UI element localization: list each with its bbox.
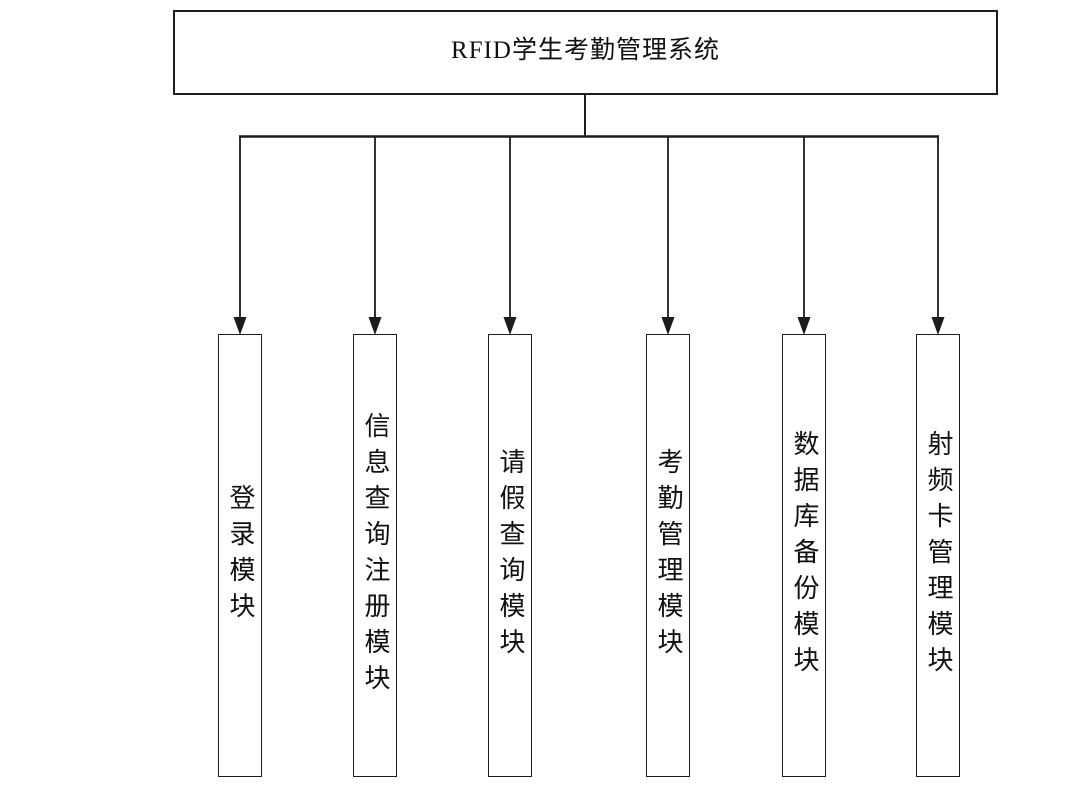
module-node-info-query-register: 信息查询注册模块 (353, 334, 397, 777)
connector-arrow-rfid-card-management (931, 135, 945, 335)
arrowhead-icon (661, 317, 675, 335)
module-node-database-backup: 数据库备份模块 (782, 334, 826, 777)
module-node-label: 射频卡管理模块 (924, 429, 953, 682)
connector-arrow-info-query-register (368, 135, 382, 335)
root-node-label: RFID学生考勤管理系统 (451, 36, 720, 64)
connector-arrow-database-backup (797, 135, 811, 335)
connector-arrow-login (233, 135, 247, 335)
module-node-label: 请假查询模块 (496, 447, 525, 664)
module-node-label: 登录模块 (226, 483, 255, 628)
module-node-rfid-card-management: 射频卡管理模块 (916, 334, 960, 777)
arrowhead-icon (368, 317, 382, 335)
root-node: RFID学生考勤管理系统 (173, 10, 998, 95)
module-node-label: 信息查询注册模块 (361, 411, 390, 700)
module-node-label: 考勤管理模块 (654, 447, 683, 664)
arrowhead-icon (233, 317, 247, 335)
connector-arrow-leave-query (503, 135, 517, 335)
module-node-label: 数据库备份模块 (790, 429, 819, 682)
arrowhead-icon (503, 317, 517, 335)
arrowhead-icon (797, 317, 811, 335)
module-node-leave-query: 请假查询模块 (488, 334, 532, 777)
arrowhead-icon (931, 317, 945, 335)
connector-arrow-attendance-management (661, 135, 675, 335)
module-node-attendance-management: 考勤管理模块 (646, 334, 690, 777)
module-node-login: 登录模块 (218, 334, 262, 777)
